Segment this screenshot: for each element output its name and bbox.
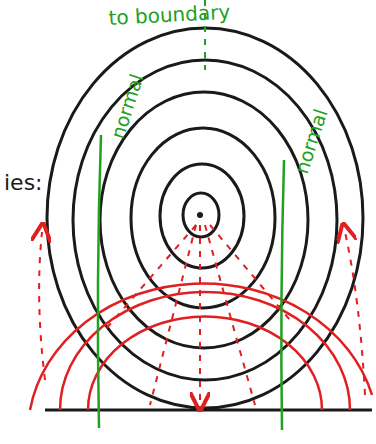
boundary-note: to boundary [108, 2, 231, 28]
cut-heading: ies: [4, 172, 43, 194]
normal-label: normal [292, 107, 331, 176]
